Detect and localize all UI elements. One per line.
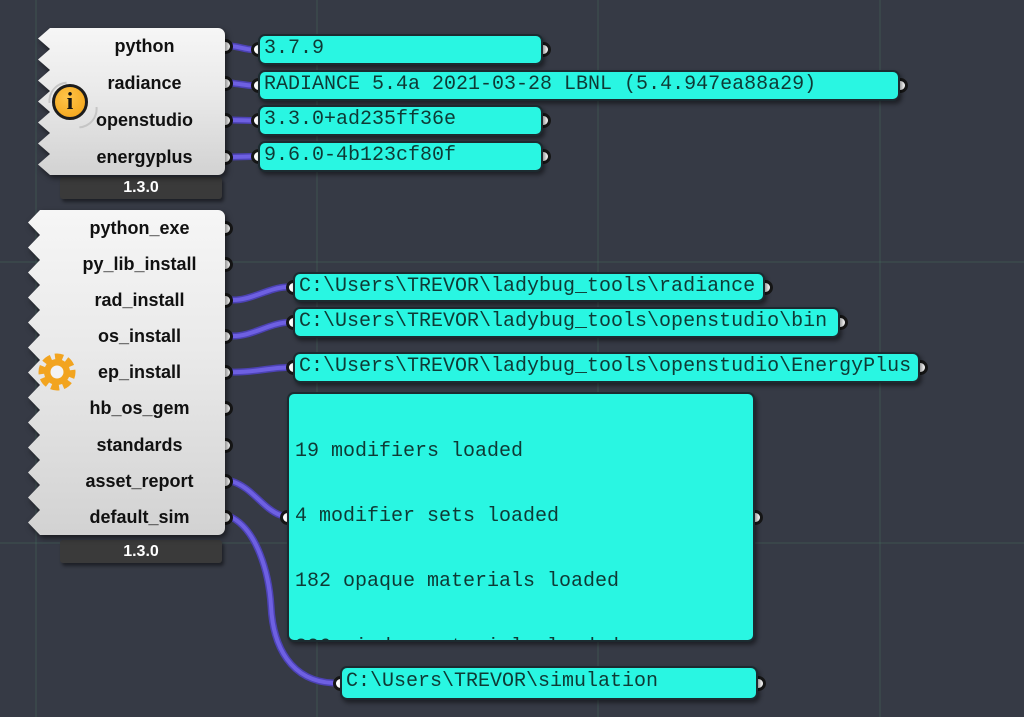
output-label-hb-os-gem: hb_os_gem: [89, 397, 190, 418]
wire-default-sim[interactable]: [229, 515, 335, 685]
panel-default-sim[interactable]: C:\Users\TREVOR\simulation: [340, 666, 758, 700]
versioner-component[interactable]: i python radiance openstudio energyplus: [38, 28, 225, 175]
report-line: 326 window materials loaded: [295, 636, 747, 640]
wire-python[interactable]: [229, 44, 253, 52]
wire-os-install[interactable]: [229, 320, 288, 339]
info-icon: i: [40, 73, 106, 137]
output-label-standards: standards: [96, 434, 183, 455]
output-label-py-lib-install: py_lib_install: [82, 253, 197, 274]
wire-ep-install[interactable]: [229, 365, 288, 375]
gear-icon: [38, 353, 76, 391]
versioner-version-tag: 1.3.0: [60, 177, 222, 199]
panel-energyplus-version[interactable]: 9.6.0-4b123cf80f: [258, 141, 543, 172]
wire-rad-install[interactable]: [229, 285, 288, 303]
panel-python-version[interactable]: 3.7.9: [258, 34, 543, 65]
output-label-asset-report: asset_report: [85, 470, 194, 491]
output-label-openstudio: openstudio: [96, 109, 193, 130]
config-component[interactable]: python_exe py_lib_install rad_install os…: [28, 210, 225, 535]
output-label-os-install: os_install: [97, 325, 182, 346]
report-line: 4 modifier sets loaded: [295, 504, 560, 528]
panel-openstudio-version[interactable]: 3.3.0+ad235ff36e: [258, 105, 543, 136]
panel-asset-report[interactable]: 19 modifiers loaded 4 modifier sets load…: [287, 392, 755, 642]
report-line: 182 opaque materials loaded: [295, 570, 620, 594]
panel-radiance-version[interactable]: RADIANCE 5.4a 2021-03-28 LBNL (5.4.947ea…: [258, 70, 900, 101]
output-label-default-sim: default_sim: [89, 506, 190, 527]
output-label-rad-install: rad_install: [94, 289, 185, 310]
wire-energyplus[interactable]: [229, 154, 253, 159]
report-line: 19 modifiers loaded: [295, 439, 524, 463]
output-label-python-exe: python_exe: [89, 217, 190, 238]
panel-rad-install[interactable]: C:\Users\TREVOR\ladybug_tools\radiance: [293, 272, 765, 302]
output-label-energyplus: energyplus: [96, 146, 193, 167]
wires: [229, 44, 335, 685]
config-version-tag: 1.3.0: [60, 540, 222, 563]
wire-asset-report[interactable]: [229, 479, 282, 517]
wire-openstudio[interactable]: [229, 118, 253, 123]
output-label-radiance: radiance: [107, 72, 182, 93]
panel-os-install[interactable]: C:\Users\TREVOR\ladybug_tools\openstudio…: [293, 307, 840, 338]
output-label-python: python: [114, 35, 175, 56]
output-label-ep-install: ep_install: [97, 361, 182, 382]
wire-radiance[interactable]: [229, 81, 253, 88]
panel-ep-install[interactable]: C:\Users\TREVOR\ladybug_tools\openstudio…: [293, 352, 920, 383]
